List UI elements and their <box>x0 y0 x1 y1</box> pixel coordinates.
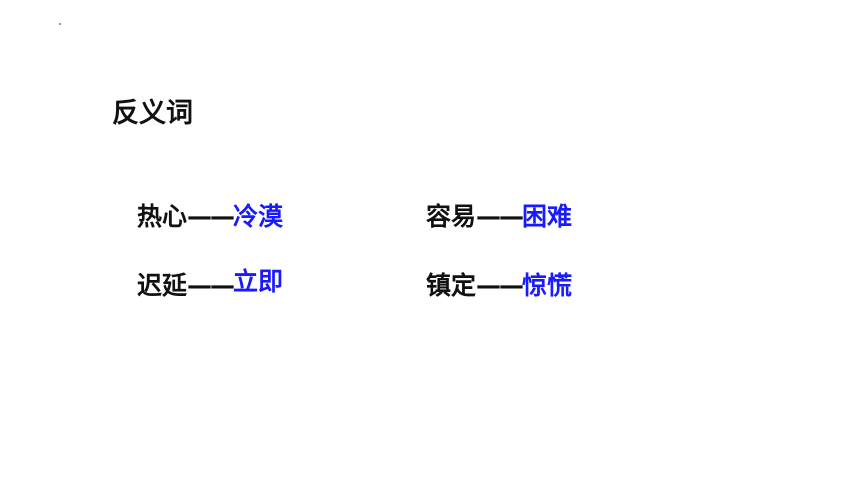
pair-dash: —— <box>187 271 235 300</box>
pair-dash: —— <box>476 202 524 231</box>
antonym-pair-2: 容易——困难 <box>426 200 572 234</box>
pair-antonym: 立即 <box>233 267 284 296</box>
pair-word: 镇定 <box>426 271 477 300</box>
slide-title: 反义词 <box>112 98 193 129</box>
pair-dash: —— <box>476 271 524 300</box>
pair-word: 容易 <box>426 202 477 231</box>
antonym-pair-4: 镇定——惊慌 <box>426 269 572 303</box>
pair-antonym: 冷漠 <box>233 202 284 231</box>
antonym-pair-3: 迟延——立即 <box>137 267 284 303</box>
pair-word: 热心 <box>137 202 188 231</box>
corner-dot <box>59 23 61 25</box>
pair-antonym: 困难 <box>522 202 573 231</box>
pair-antonym: 惊慌 <box>522 271 573 300</box>
pair-dash: —— <box>187 202 235 231</box>
pair-word: 迟延 <box>137 271 188 300</box>
antonym-pair-1: 热心——冷漠 <box>137 200 283 234</box>
